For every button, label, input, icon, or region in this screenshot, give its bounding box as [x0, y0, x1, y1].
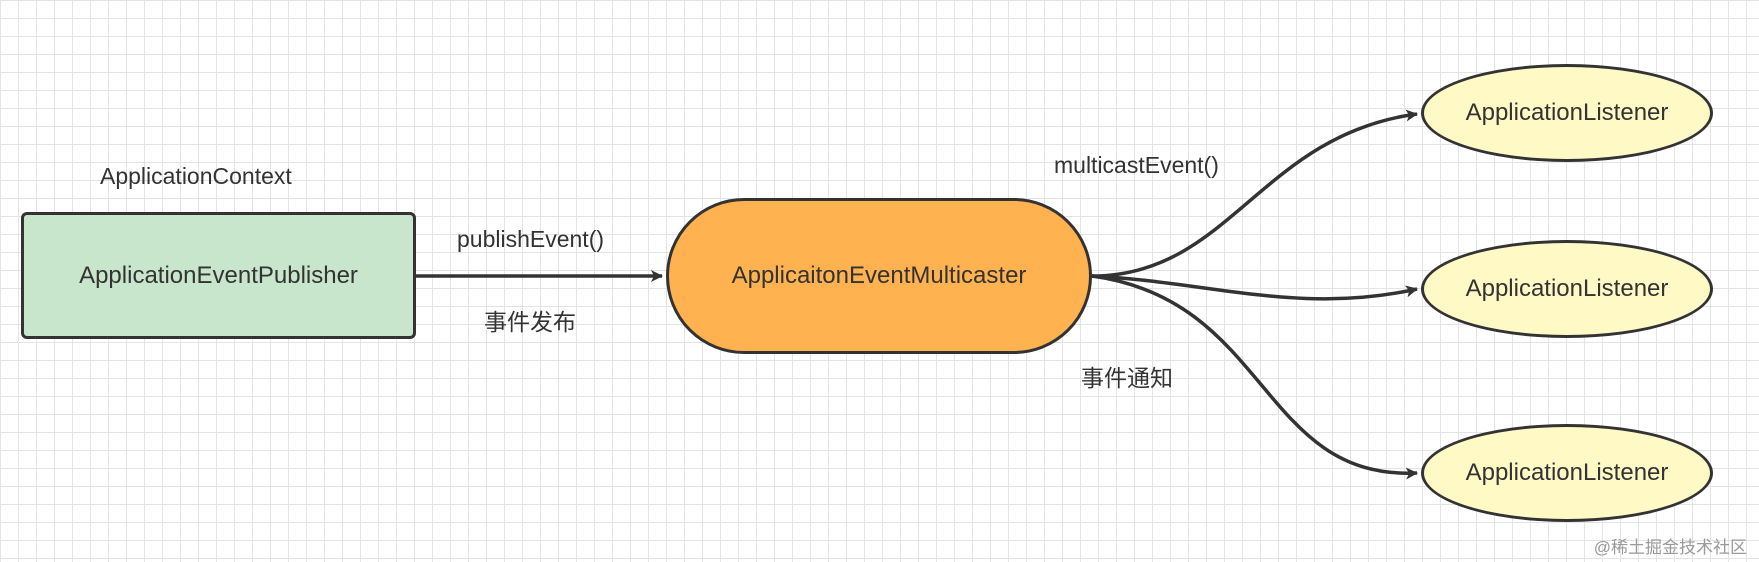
listener-node-3[interactable]: ApplicationListener [1421, 424, 1713, 522]
multicaster-node-label: ApplicaitonEventMulticaster [731, 262, 1027, 289]
listener-node-2-label: ApplicationListener [1465, 275, 1669, 302]
multicast-caption-label: 事件通知 [1081, 365, 1173, 391]
context-label: ApplicationContext [100, 163, 292, 189]
publish-caption-label: 事件发布 [484, 309, 576, 335]
listener-node-1-label: ApplicationListener [1465, 99, 1669, 126]
watermark: @稀土掘金技术社区 [1593, 538, 1747, 557]
publish-method-label: publishEvent() [457, 226, 605, 252]
listener-node-1[interactable]: ApplicationListener [1421, 64, 1713, 162]
listener-node-2[interactable]: ApplicationListener [1421, 240, 1713, 338]
edge-multicaster-to-listener-2 [1091, 274, 1418, 301]
multicaster-node[interactable]: ApplicaitonEventMulticaster [666, 198, 1092, 354]
multicast-method-label: multicastEvent() [1054, 152, 1219, 178]
edge-multicaster-to-listener-1 [1091, 109, 1418, 278]
publisher-node[interactable]: ApplicationEventPublisher [21, 212, 416, 339]
edge-multicaster-to-listener-3 [1091, 274, 1418, 480]
publisher-node-label: ApplicationEventPublisher [79, 261, 358, 289]
listener-node-3-label: ApplicationListener [1465, 459, 1669, 486]
